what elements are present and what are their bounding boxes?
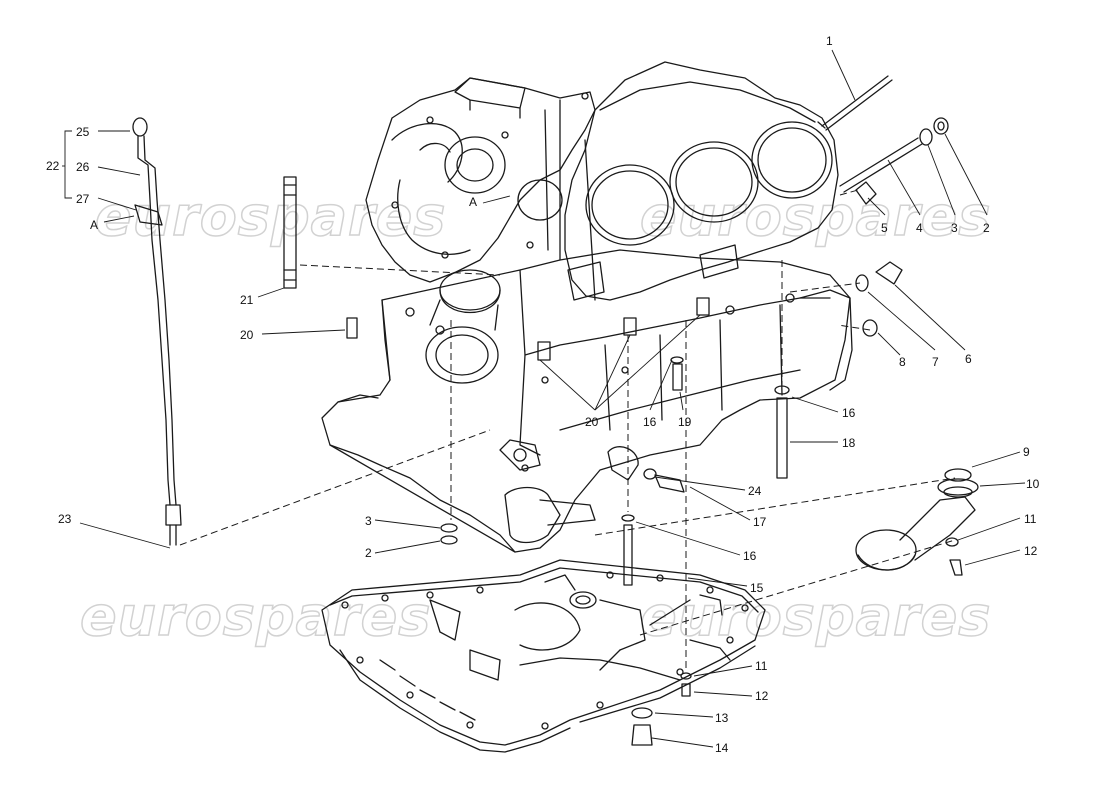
callout-18: 18 bbox=[842, 436, 856, 450]
callout-10: 10 bbox=[1026, 477, 1040, 491]
callout-5: 5 bbox=[881, 221, 888, 235]
callout-3-lower: 3 bbox=[365, 514, 372, 528]
callout-6: 6 bbox=[965, 352, 972, 366]
callout-16-right: 16 bbox=[842, 406, 856, 420]
assembly-lines bbox=[179, 189, 956, 672]
callout-21: 21 bbox=[240, 293, 254, 307]
callout-25: 25 bbox=[76, 125, 90, 139]
lower-crankcase bbox=[321, 249, 853, 553]
callout-20-lower: 20 bbox=[585, 415, 599, 429]
callout-16-lower: 16 bbox=[743, 549, 757, 563]
oil-pickup bbox=[855, 468, 979, 576]
watermark: eurospares bbox=[79, 584, 432, 649]
callout-26: 26 bbox=[76, 160, 90, 174]
watermark: eurospares bbox=[639, 184, 992, 249]
callout-4: 4 bbox=[916, 221, 923, 235]
callout-16-mid: 16 bbox=[643, 415, 657, 429]
callout-23: 23 bbox=[58, 512, 72, 526]
callout-1: 1 bbox=[826, 34, 833, 48]
dipstick bbox=[132, 117, 182, 546]
callout-12-lower: 12 bbox=[755, 689, 769, 703]
watermark: eurospares bbox=[639, 584, 992, 649]
callout-3: 3 bbox=[951, 221, 958, 235]
callout-19: 19 bbox=[678, 415, 692, 429]
callout-13: 13 bbox=[715, 711, 729, 725]
reference-a-block: A bbox=[469, 195, 478, 209]
callout-14: 14 bbox=[715, 741, 729, 755]
callout-27: 27 bbox=[76, 192, 90, 206]
engine-block bbox=[365, 61, 839, 313]
callout-7: 7 bbox=[932, 355, 939, 369]
small-parts bbox=[283, 75, 949, 746]
callout-12: 12 bbox=[1024, 544, 1038, 558]
callout-11: 11 bbox=[1024, 512, 1037, 526]
callout-11-lower: 11 bbox=[755, 659, 768, 673]
callout-9: 9 bbox=[1023, 445, 1030, 459]
callout-2-lower: 2 bbox=[365, 546, 372, 560]
leader-lines bbox=[62, 49, 1026, 748]
callout-20-left: 20 bbox=[240, 328, 254, 342]
callout-22: 22 bbox=[46, 159, 60, 173]
reference-a-dipstick: A bbox=[90, 218, 99, 232]
callout-15: 15 bbox=[750, 581, 764, 595]
oil-sump bbox=[321, 559, 766, 753]
watermark: eurospares bbox=[94, 184, 447, 249]
callout-2: 2 bbox=[983, 221, 990, 235]
callout-24: 24 bbox=[748, 484, 762, 498]
callout-8: 8 bbox=[899, 355, 906, 369]
callout-17: 17 bbox=[753, 515, 767, 529]
